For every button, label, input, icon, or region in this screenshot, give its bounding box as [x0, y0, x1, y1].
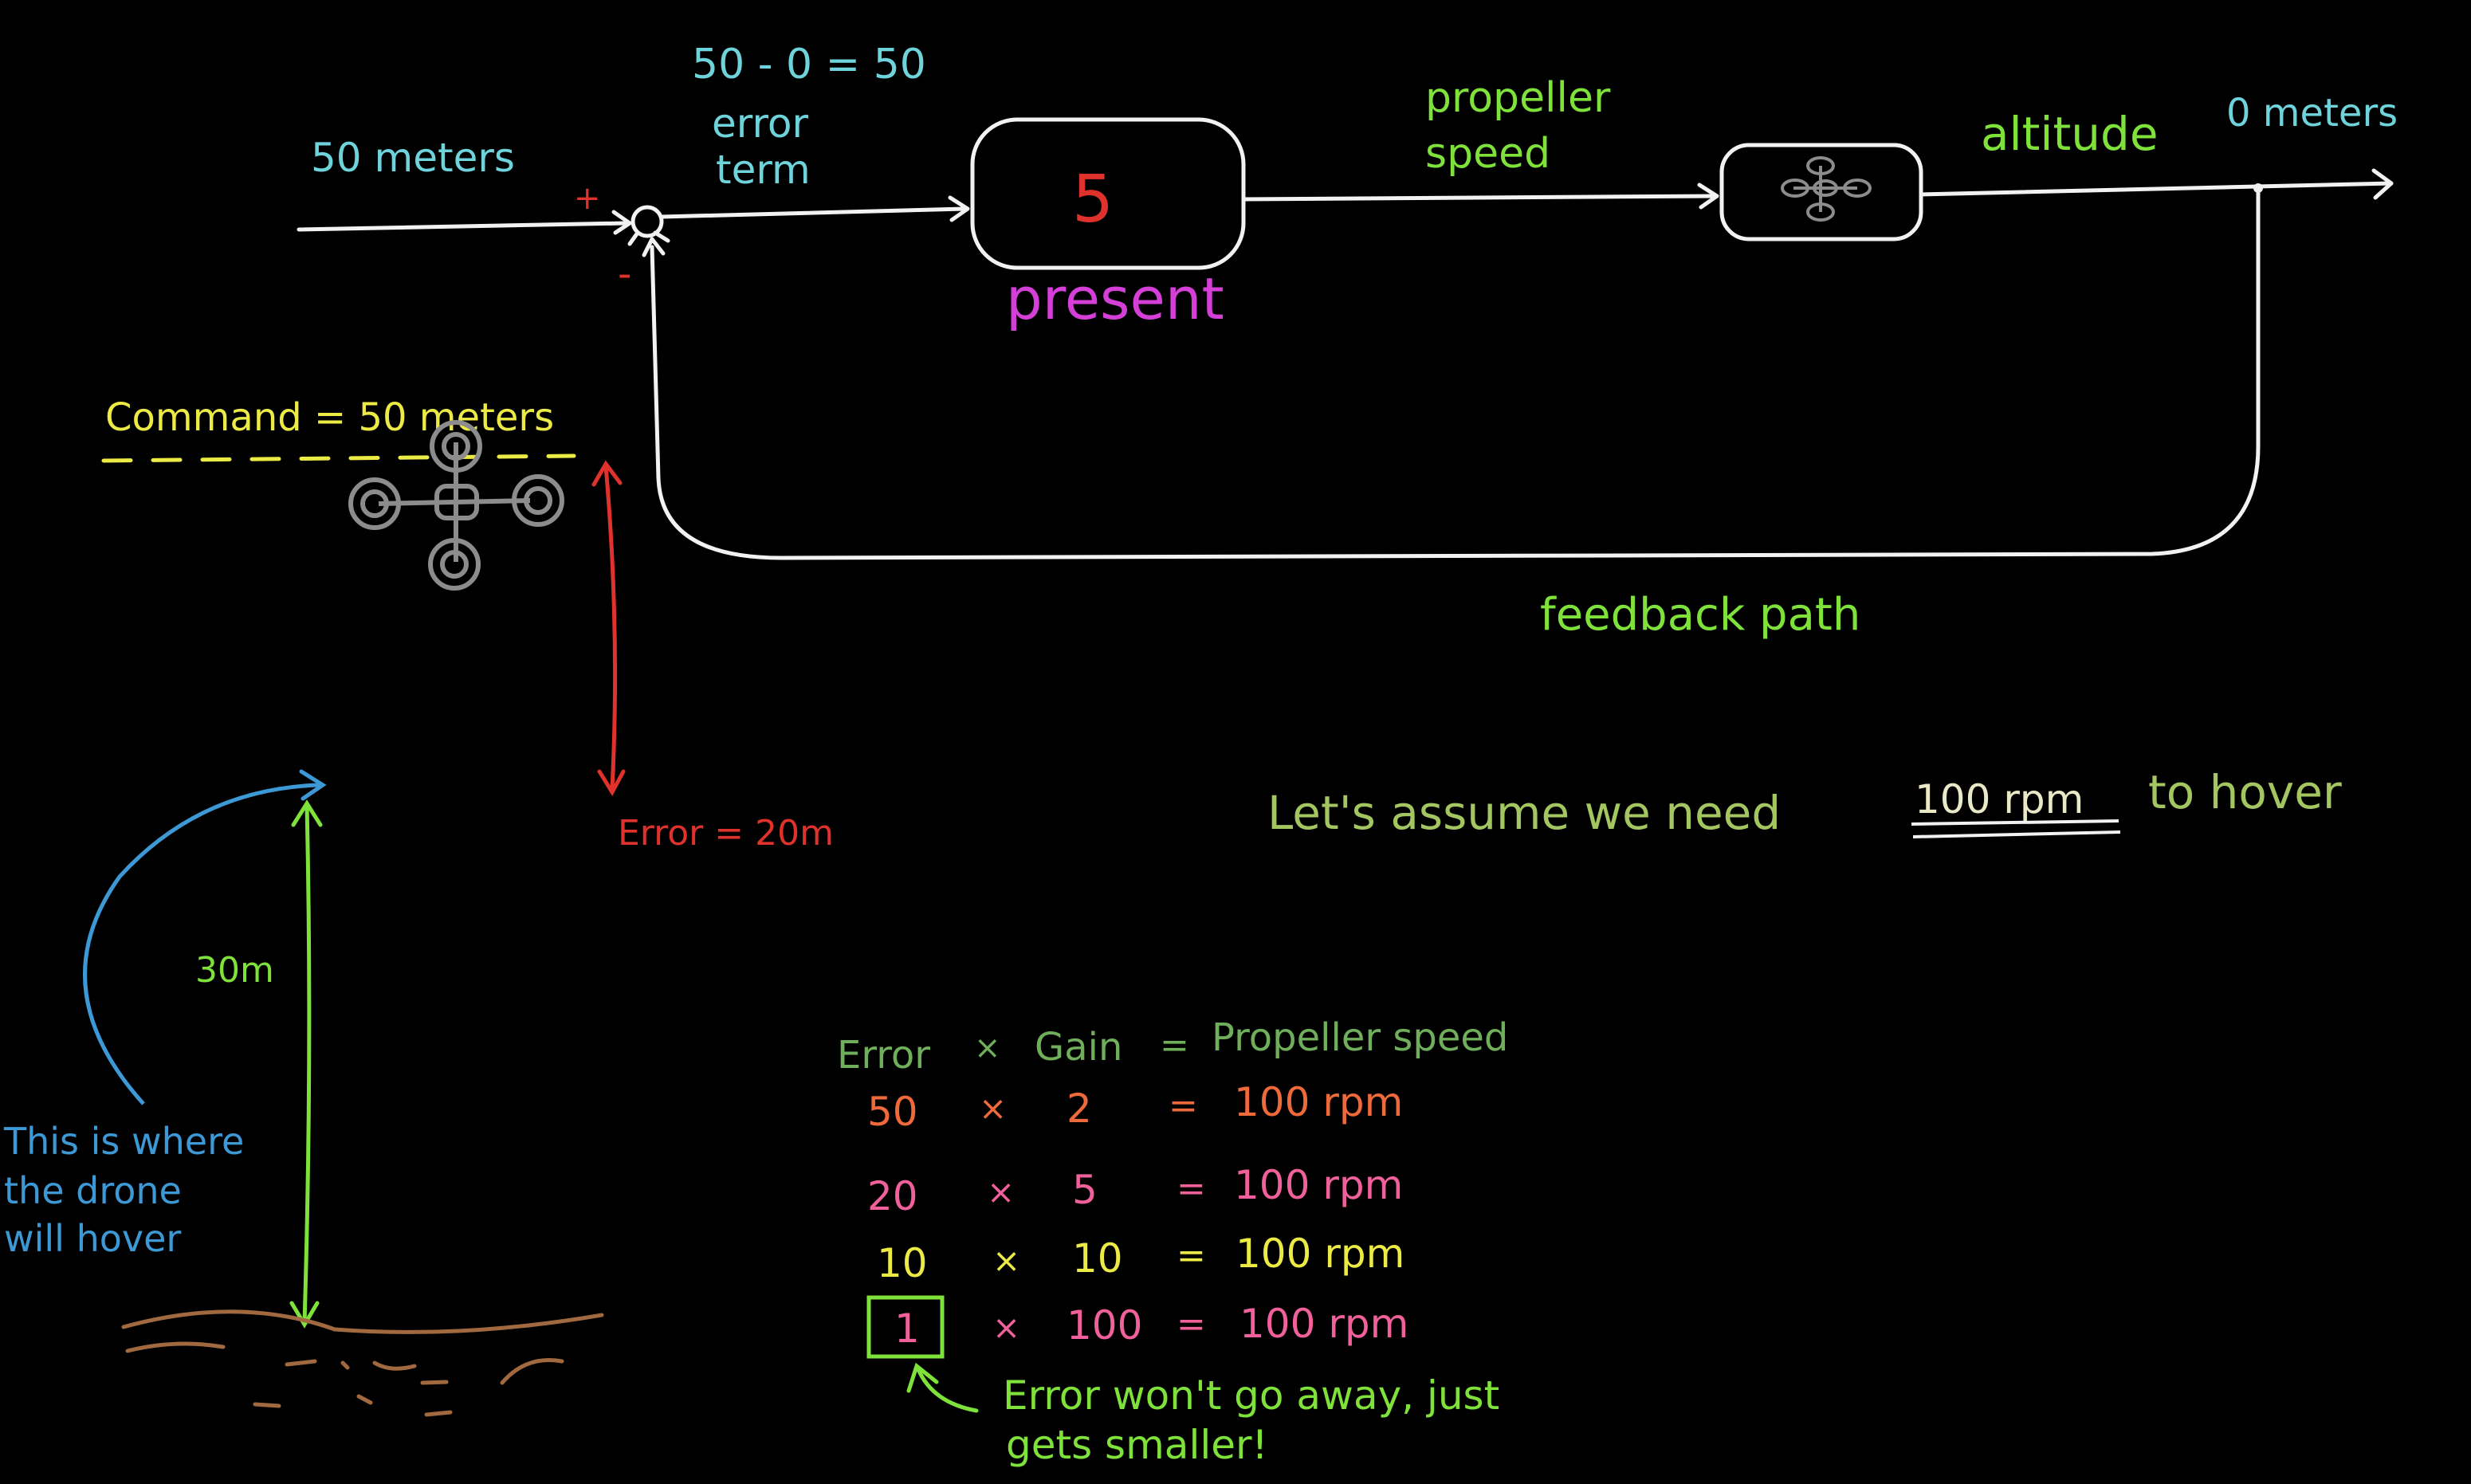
row-error: 1	[894, 1305, 920, 1352]
row-times: ×	[992, 1308, 1020, 1347]
hover-curve-arrow	[83, 783, 320, 1105]
assumption-note: Let's assume we need 100 rpm to hover	[1267, 765, 2342, 840]
error-term-label-1: error	[712, 100, 808, 147]
hover-arrow-top	[291, 799, 323, 827]
row-times: ×	[987, 1172, 1015, 1211]
command-label: Command = 50 meters	[105, 395, 554, 440]
reference-arrowhead	[611, 210, 632, 235]
error-distance-arrow	[603, 465, 618, 790]
assumption-highlight: 100 rpm	[1915, 776, 2084, 822]
row-gain: 100	[1067, 1302, 1142, 1349]
ground	[121, 1309, 604, 1417]
error-term-label-2: term	[716, 147, 811, 193]
plant-block	[1719, 143, 1923, 241]
error-arrowhead	[948, 195, 970, 222]
table-row: 50 × 2 = 100 rpm	[867, 1079, 1403, 1135]
altitude-label: altitude	[1981, 107, 2159, 161]
propeller-arrowhead	[1697, 183, 1719, 210]
controller-caption: present	[1006, 265, 1224, 332]
propeller-label-2: speed	[1425, 130, 1550, 178]
hover-height-arrow	[302, 804, 312, 1324]
gain-table: Error × Gain = Propeller speed 50 × 2 = …	[837, 1015, 1508, 1468]
table-header-gain: Gain	[1035, 1025, 1122, 1070]
row-error: 20	[867, 1173, 918, 1219]
table-row: 20 × 5 = 100 rpm	[867, 1162, 1403, 1219]
reference-label: 50 meters	[311, 135, 515, 181]
block-diagram: 50 meters 50 - 0 = 50 error term + - 5 p…	[297, 41, 2398, 641]
row-error: 10	[877, 1240, 928, 1286]
error-arrow-top	[591, 460, 623, 487]
controller-block	[970, 117, 1246, 270]
hover-note-3: will hover	[4, 1217, 181, 1260]
row-result: 100 rpm	[1234, 1079, 1403, 1125]
row-times: ×	[979, 1089, 1007, 1128]
error-highlight-box	[866, 1295, 945, 1359]
assumption-prefix: Let's assume we need	[1267, 786, 1781, 840]
row-gain: 10	[1072, 1235, 1123, 1282]
drone-icon	[1781, 156, 1872, 222]
hover-height-label: 30m	[195, 950, 274, 991]
error-arrow-bottom	[597, 769, 626, 797]
highlight-underline-1	[1911, 819, 2119, 826]
row-result: 100 rpm	[1236, 1231, 1404, 1277]
error-calculation: 50 - 0 = 50	[692, 41, 926, 88]
note-arrow	[916, 1367, 979, 1413]
table-row: 10 × 10 = 100 rpm	[877, 1231, 1404, 1286]
propeller-label-1: propeller	[1425, 74, 1611, 122]
summing-junction	[631, 205, 664, 238]
row-gain: 5	[1072, 1167, 1098, 1213]
table-header-equals: =	[1160, 1025, 1189, 1066]
row-result: 100 rpm	[1239, 1301, 1408, 1347]
altitude-output-line	[1919, 181, 2394, 197]
feedback-arrowhead	[642, 237, 666, 257]
command-dashed-line	[101, 453, 576, 463]
highlight-underline-2	[1912, 830, 2121, 838]
row-equals: =	[1177, 1168, 1206, 1209]
note-line-2: gets smaller!	[1006, 1422, 1268, 1468]
row-result: 100 rpm	[1234, 1162, 1403, 1208]
drone-icon	[348, 420, 564, 591]
plus-sign: +	[574, 180, 601, 217]
controller-gain: 5	[1072, 162, 1114, 238]
hover-note-2: the drone	[4, 1169, 182, 1212]
row-gain: 2	[1067, 1086, 1092, 1132]
hover-arrow-bottom	[289, 1301, 320, 1329]
table-header-times: ×	[974, 1030, 1001, 1066]
feedback-loop-line	[650, 186, 2261, 560]
table-header-error: Error	[837, 1033, 930, 1078]
summing-junction-tail	[627, 230, 670, 246]
row-equals: =	[1177, 1304, 1206, 1345]
note-line-1: Error won't go away, just	[1003, 1372, 1499, 1419]
assumption-suffix: to hover	[2148, 765, 2342, 819]
hover-curve-arrowhead	[299, 769, 327, 801]
row-equals: =	[1177, 1235, 1206, 1276]
row-equals: =	[1169, 1086, 1198, 1126]
feedback-label: feedback path	[1540, 589, 1860, 641]
drone-scene: Command = 50 meters Error = 20m 30m T	[3, 395, 834, 1417]
reference-signal-line	[297, 221, 628, 232]
error-signal-line	[659, 206, 967, 219]
hover-note-1: This is where	[3, 1120, 244, 1163]
row-error: 50	[867, 1089, 918, 1135]
minus-sign: -	[618, 252, 631, 296]
table-row: 1 × 100 = 100 rpm	[866, 1295, 1408, 1359]
note-arrowhead	[906, 1362, 939, 1393]
table-header-result: Propeller speed	[1212, 1015, 1508, 1060]
error-label: Error = 20m	[618, 813, 834, 854]
row-times: ×	[992, 1241, 1020, 1280]
propeller-speed-line	[1241, 194, 1716, 202]
altitude-value: 0 meters	[2226, 91, 2398, 135]
output-arrowhead	[2371, 168, 2394, 200]
